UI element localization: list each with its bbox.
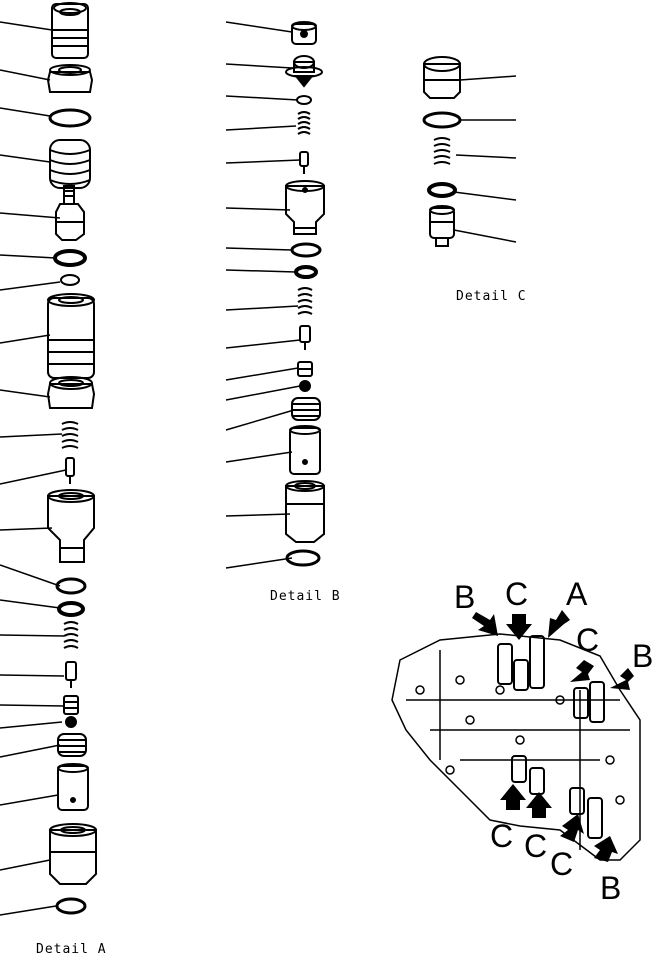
arrow-c-right bbox=[570, 660, 594, 682]
detail-a-part-valve-body bbox=[47, 489, 95, 563]
detail-b-part-small-spring bbox=[297, 361, 313, 377]
detail-a-column bbox=[0, 2, 97, 916]
detail-b-part-end-o-ring bbox=[285, 549, 321, 567]
detail-c-group bbox=[422, 56, 517, 247]
detail-a-part-sleeve bbox=[47, 293, 95, 379]
detail-a-part-spring bbox=[61, 421, 79, 449]
detail-a-part-backup-ring-2 bbox=[57, 601, 85, 617]
detail-c-caption: Detail C bbox=[456, 289, 527, 304]
detail-c-part-cap bbox=[423, 56, 461, 99]
detail-b-part-o-ring bbox=[290, 242, 322, 258]
arrow-a-top bbox=[548, 610, 570, 638]
label-c-right: C bbox=[576, 622, 600, 658]
label-c-bottom-3: C bbox=[550, 846, 574, 882]
detail-a-part-lock-nut bbox=[46, 376, 96, 409]
detail-c-part-spring bbox=[433, 137, 451, 165]
detail-a-caption: Detail A bbox=[36, 942, 107, 957]
label-b-top-left: B bbox=[454, 579, 476, 615]
detail-a-part-threaded-ring bbox=[49, 139, 91, 189]
location-arrows bbox=[472, 610, 634, 862]
detail-b-part-pin bbox=[299, 151, 309, 174]
detail-b-part-pin-2 bbox=[299, 325, 311, 350]
detail-a-part-piston bbox=[57, 763, 89, 811]
detail-a-leader-lines bbox=[0, 21, 67, 916]
detail-a-part-pin-2 bbox=[65, 661, 77, 688]
label-c-bottom-2: C bbox=[524, 828, 548, 864]
detail-b-part-coil bbox=[291, 397, 321, 421]
detail-b-part-adjuster bbox=[285, 55, 323, 88]
detail-b-part-piston bbox=[289, 425, 321, 475]
detail-c-part-o-ring bbox=[422, 111, 462, 129]
valve-block-bolts bbox=[415, 675, 625, 805]
detail-b-caption: Detail B bbox=[270, 589, 341, 604]
detail-a-part-coil bbox=[57, 733, 87, 757]
detail-a-part-spring-2 bbox=[63, 621, 79, 649]
detail-c-leader-lines bbox=[453, 75, 517, 243]
detail-c-part-poppet bbox=[429, 205, 455, 247]
detail-a-part-small-o-ring bbox=[60, 274, 80, 286]
label-c-top: C bbox=[505, 576, 529, 612]
detail-b-leader-lines bbox=[225, 21, 301, 569]
arrow-b-bottom bbox=[594, 836, 618, 862]
detail-a-part-nut bbox=[46, 64, 94, 93]
detail-c-part-backup-ring bbox=[427, 182, 457, 198]
detail-a-part-pin bbox=[65, 457, 75, 484]
arrow-b-right bbox=[610, 668, 634, 690]
detail-a-part-ball bbox=[65, 716, 77, 728]
label-a-top: A bbox=[566, 576, 588, 612]
detail-b-part-small-o-ring bbox=[296, 95, 312, 105]
detail-b-part-spring-2 bbox=[297, 287, 313, 315]
detail-b-part-body bbox=[285, 180, 325, 235]
arrow-c-bottom-2 bbox=[526, 792, 552, 818]
arrow-c-bottom-1 bbox=[500, 784, 526, 810]
valve-block-outline bbox=[391, 633, 641, 861]
detail-b-part-spring bbox=[297, 111, 311, 135]
detail-a-part-poppet bbox=[55, 185, 85, 241]
detail-a-part-o-ring bbox=[48, 108, 92, 128]
detail-b-column bbox=[225, 21, 325, 569]
detail-b-part-backup-ring bbox=[294, 265, 318, 279]
detail-a-part-small-spring bbox=[63, 695, 79, 715]
detail-b-part-cap bbox=[291, 21, 317, 45]
detail-a-part-end-plug bbox=[49, 823, 97, 885]
detail-a-part-plug bbox=[51, 2, 89, 59]
label-b-bottom: B bbox=[600, 870, 622, 906]
label-c-bottom-1: C bbox=[490, 818, 514, 854]
arrow-c-bottom-3 bbox=[560, 814, 584, 842]
detail-a-part-o-ring-2 bbox=[55, 577, 87, 595]
valve-cartridges bbox=[497, 635, 605, 839]
valve-assembly-location-view bbox=[391, 610, 641, 862]
detail-b-part-ball bbox=[299, 380, 311, 392]
detail-a-part-end-o-ring bbox=[55, 897, 87, 915]
label-b-right: B bbox=[632, 638, 654, 674]
arrow-b-top-left bbox=[472, 612, 498, 636]
detail-b-part-end-plug bbox=[285, 480, 325, 543]
arrow-c-top bbox=[506, 614, 532, 640]
detail-a-part-backup-ring bbox=[53, 249, 87, 267]
